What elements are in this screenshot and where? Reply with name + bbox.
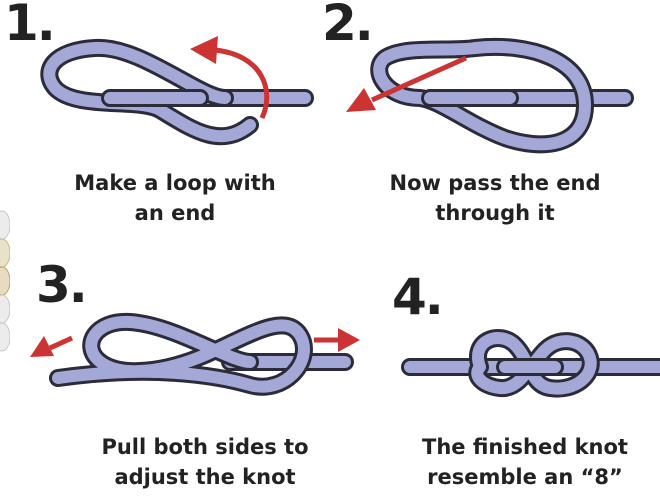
step-1-number: 1. [4, 0, 56, 52]
step-3-caption-line-2: adjust the knot [114, 465, 296, 489]
step-4-caption-line-2: resemble an “8” [427, 465, 623, 489]
step-2-caption-line-1: Now pass the end [389, 171, 601, 195]
step-3-number: 3. [36, 256, 88, 314]
step-4-number: 4. [392, 268, 444, 326]
step-3-caption-line-1: Pull both sides to [101, 435, 309, 459]
step-2-caption-line-2: through it [435, 201, 555, 225]
step-1-caption: Make a loop with an end [40, 168, 310, 228]
rope-photo-fragment [0, 205, 10, 375]
step-2-number: 2. [322, 0, 374, 52]
step-1-caption-line-2: an end [134, 201, 216, 225]
step-4-caption: The finished knot resemble an “8” [390, 432, 660, 492]
step-4-caption-line-1: The finished knot [422, 435, 628, 459]
step-2-caption: Now pass the end through it [360, 168, 630, 228]
step-3-caption: Pull both sides to adjust the knot [70, 432, 340, 492]
step-1-caption-line-1: Make a loop with [74, 171, 276, 195]
